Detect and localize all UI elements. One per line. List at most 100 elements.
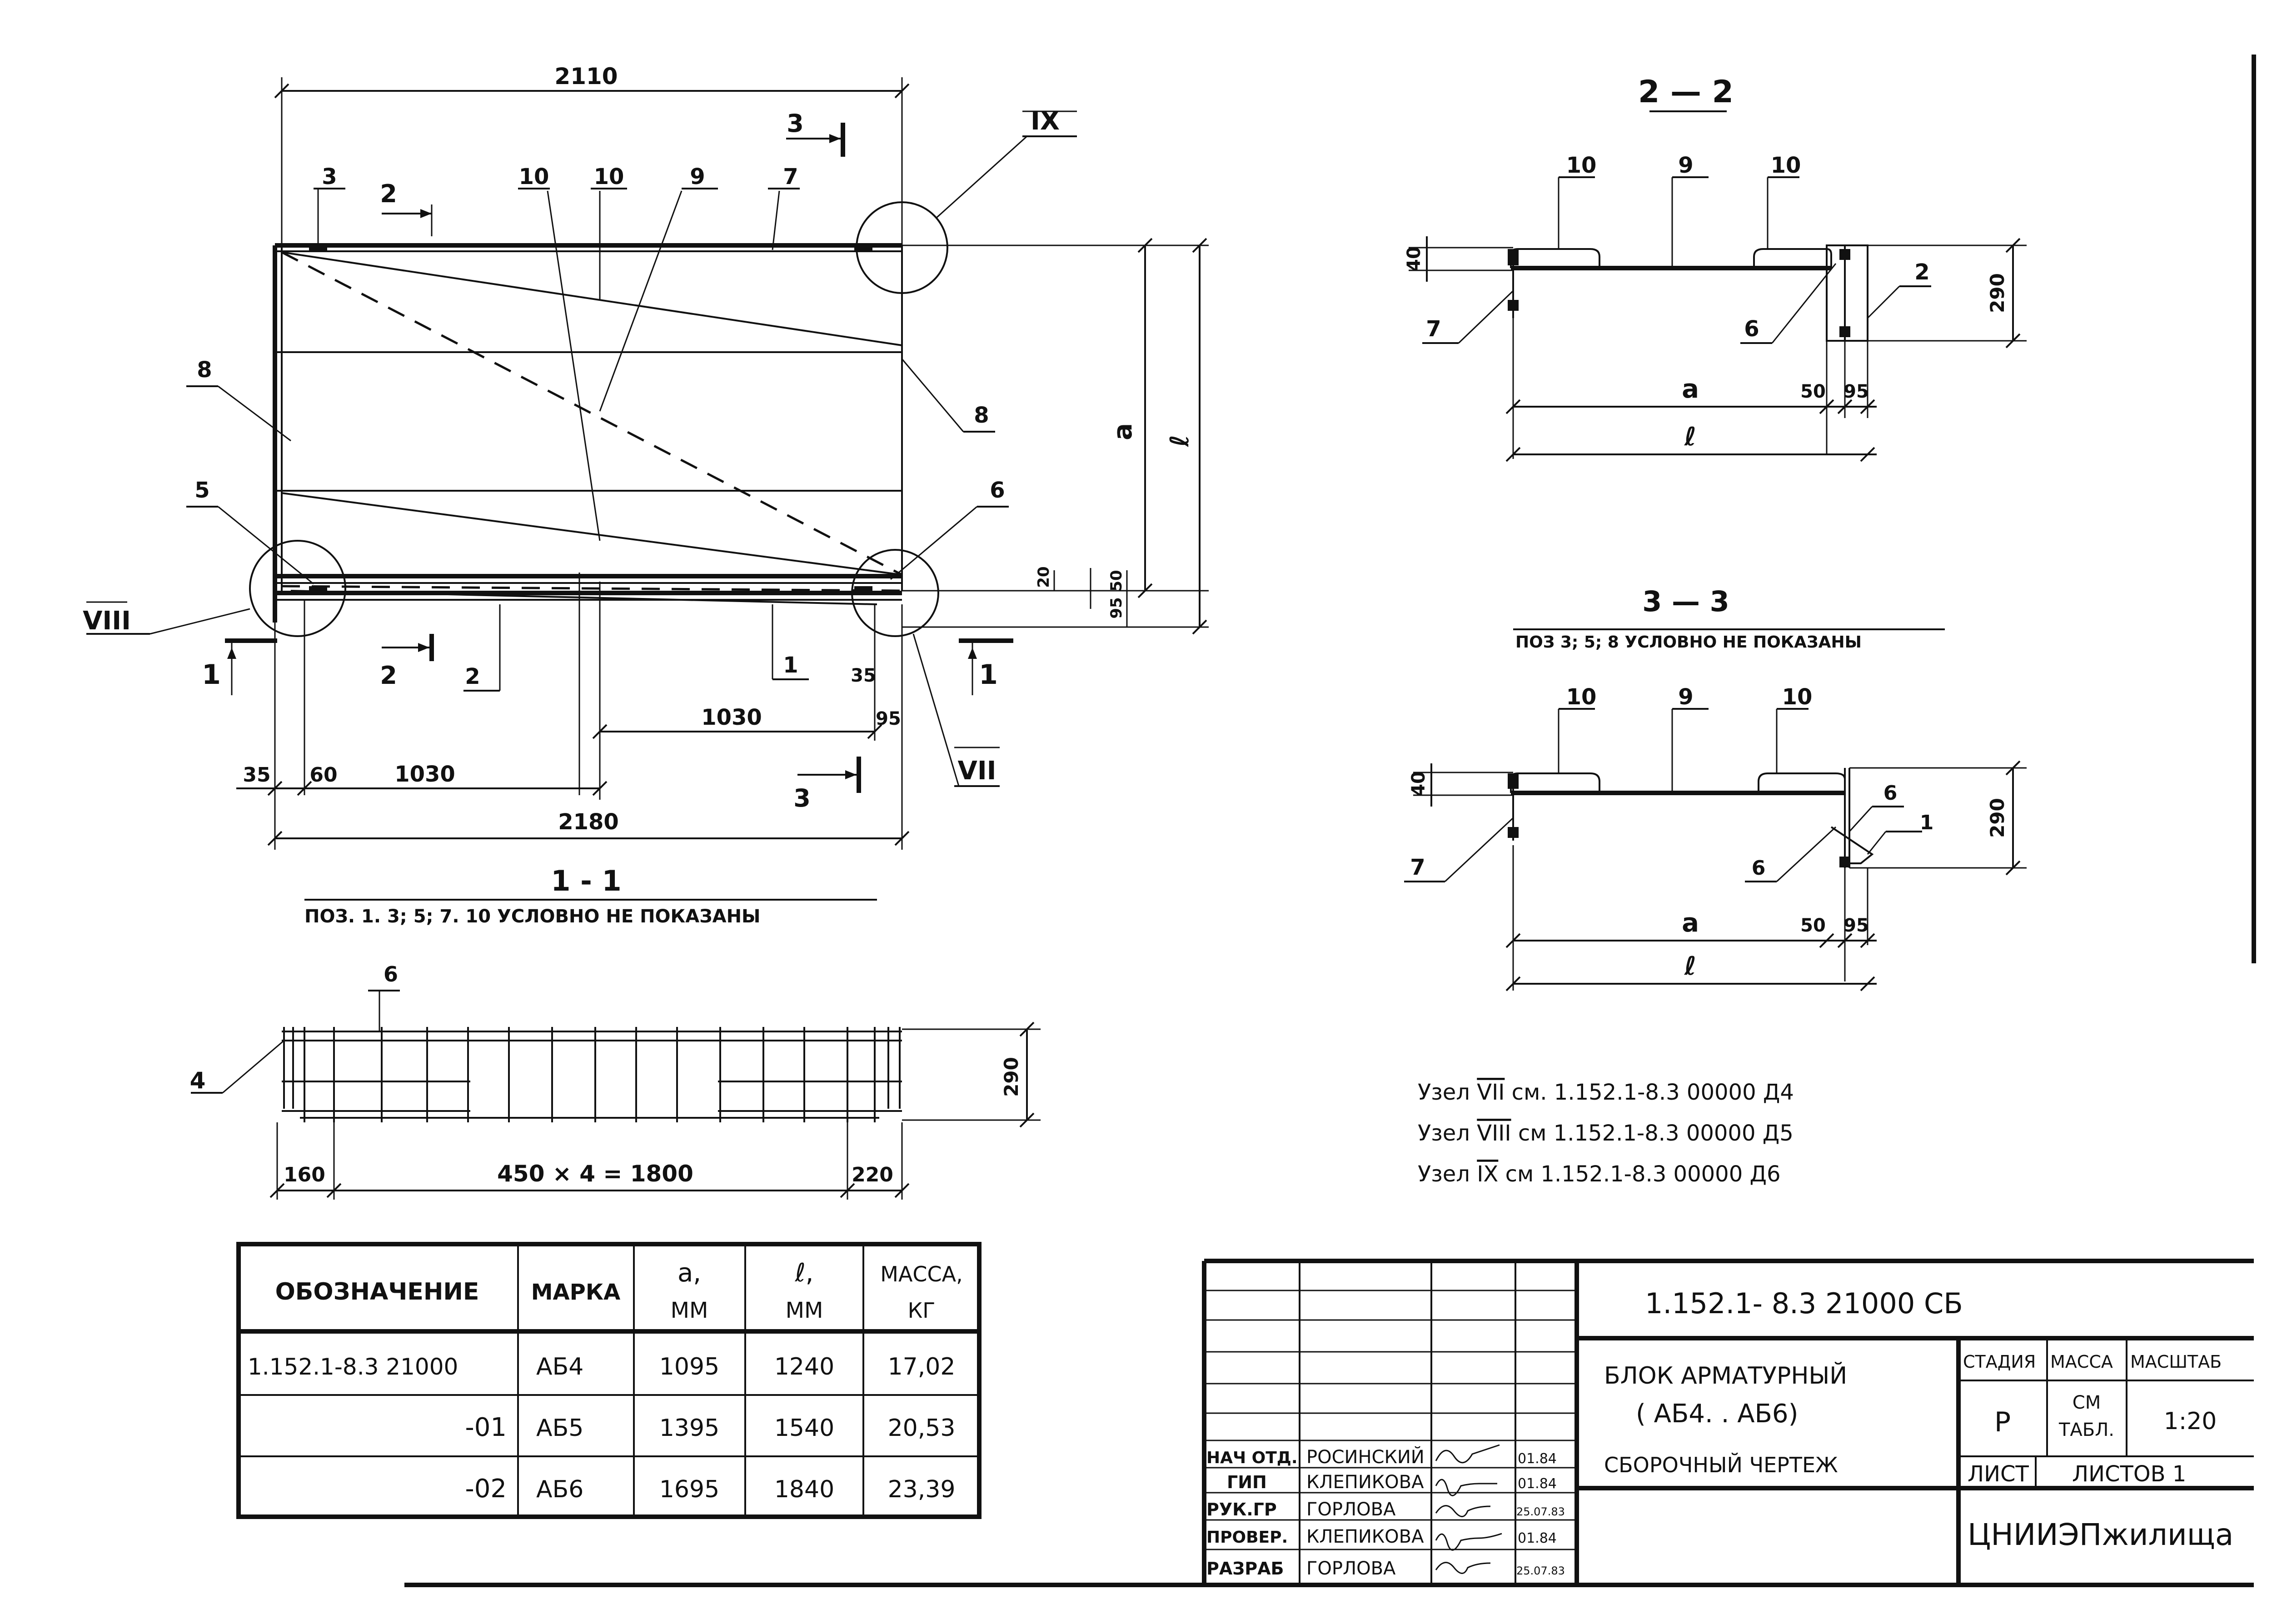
s33-label-6-top: 6 (1883, 782, 1898, 805)
scale-header: МАСШТАБ (2130, 1352, 2222, 1372)
sheets-label: ЛИСТОВ 1 (2072, 1461, 2186, 1487)
plan-view: 2110 a ℓ (83, 63, 1209, 927)
section-3-3: 3 — 3 ПОЗ 3; 5; 8 УСЛОВНО НЕ ПОКАЗАНЫ 10… (1404, 585, 2027, 991)
mass-header: МАССА (2050, 1352, 2113, 1372)
title-block: НАЧ ОТД. РОСИНСКИЙ 01.84 ГИП КЛЕПИКОВА 0… (404, 1259, 2254, 1587)
dim-2110: 2110 (554, 63, 618, 90)
mesh-dim-290: 290 (1000, 1057, 1022, 1097)
stage-header: СТАДИЯ (1963, 1352, 2036, 1372)
mass-value-1: СМ (2073, 1392, 2101, 1413)
s33-label-7: 7 (1410, 855, 1425, 880)
s33-dim-95: 95 (1844, 915, 1869, 936)
node-ix-circle (856, 201, 948, 294)
s33-dim-50: 50 (1800, 915, 1826, 936)
table-cell: АБ5 (536, 1415, 583, 1442)
node-ref-ix: Узел IX см 1.152.1-8.3 00000 Д6 (1418, 1161, 1781, 1187)
diagonal-bar-9b (281, 492, 902, 576)
signature-graphic (1435, 1562, 1491, 1574)
section-1-1-note: ПОЗ. 1. 3; 5; 7. 10 УСЛОВНО НЕ ПОКАЗАНЫ (304, 906, 761, 927)
signer-role-1: ГИП (1227, 1472, 1267, 1492)
label-pos-8-right: 8 (974, 403, 989, 428)
dim-1030-mid: 1030 (701, 705, 762, 730)
s22-dim-40: 40 (1404, 246, 1425, 272)
signer-role-0: НАЧ ОТД. (1206, 1449, 1298, 1467)
s22-dim-l: ℓ (1684, 422, 1696, 452)
doc-code: 1.152.1- 8.3 21000 СБ (1645, 1287, 1963, 1320)
signer-date-2: 25.07.83 (1516, 1505, 1565, 1518)
doc-name-line2: ( АБ4. . АБ6) (1636, 1399, 1798, 1429)
table-header-mass-unit: КГ (908, 1298, 936, 1323)
s33-label-1: 1 (1920, 811, 1934, 834)
s22-label-9: 9 (1678, 153, 1693, 178)
dim-35-left: 35 (243, 763, 270, 787)
s33-dim-40: 40 (1408, 771, 1429, 797)
table-header-l: ℓ, (795, 1258, 814, 1288)
section-marker-1-right: 1 (979, 659, 998, 691)
dim-60: 60 (309, 763, 337, 787)
stage-value: Р (1994, 1406, 2011, 1438)
label-pos-2: 2 (465, 664, 480, 689)
label-pos-5: 5 (194, 478, 209, 503)
signer-name-0: РОСИНСКИЙ (1306, 1446, 1425, 1468)
table-cell: -01 (465, 1413, 507, 1442)
doc-name-line3: СБОРОЧНЫЙ ЧЕРТЕЖ (1604, 1453, 1838, 1477)
dim-1030-left: 1030 (394, 762, 455, 787)
spec-table: ОБОЗНАЧЕНИЕ МАРКА a, MM ℓ, MM МАССА, КГ … (236, 1242, 982, 1519)
node-viii-label: VIII (83, 606, 131, 636)
dim-l: ℓ (1165, 435, 1195, 447)
s22-dim-95: 95 (1844, 381, 1869, 402)
table-cell: 1395 (659, 1415, 719, 1442)
s33-label-9: 9 (1678, 684, 1693, 710)
table-cell: 23,39 (888, 1476, 956, 1503)
section-3-3-title: 3 — 3 (1642, 585, 1729, 618)
organization: ЦНИИЭПжилища (1968, 1517, 2233, 1552)
s33-label-10b: 10 (1782, 684, 1813, 710)
table-header-mass: МАССА, (880, 1262, 962, 1286)
s22-label-10b: 10 (1771, 153, 1801, 178)
table-cell: 1.152.1-8.3 21000 (248, 1354, 458, 1380)
mesh-view: 6 4 290 160 450 × 4 = 1800 220 (190, 962, 1041, 1200)
label-pos-3: 3 (322, 164, 337, 189)
dim-95-side: 95 (1107, 597, 1126, 618)
scale-value: 1:20 (2164, 1408, 2217, 1435)
node-vii-circle (851, 549, 939, 637)
dim-95-right: 95 (876, 708, 901, 729)
node-references: Узел VII см. 1.152.1-8.3 00000 Д4 Узел V… (1418, 1080, 1794, 1187)
label-pos-1: 1 (783, 653, 798, 678)
label-pos-10a: 10 (519, 164, 549, 189)
table-cell: 1840 (774, 1476, 834, 1503)
table-cell: 1695 (659, 1476, 719, 1503)
table-header-mark: МАРКА (531, 1280, 620, 1305)
table-cell: АБ4 (536, 1353, 583, 1380)
node-ref-vii: Узел VII см. 1.152.1-8.3 00000 Д4 (1418, 1080, 1794, 1105)
node-ix-label: IX (1031, 106, 1060, 136)
signer-name-4: ГОРЛОВА (1306, 1558, 1396, 1579)
signer-name-1: КЛЕПИКОВА (1306, 1472, 1424, 1493)
section-marker-3-bottom: 3 (793, 784, 811, 812)
signer-name-3: КЛЕПИКОВА (1306, 1526, 1424, 1547)
table-cell: 17,02 (888, 1353, 956, 1380)
label-pos-8-left: 8 (197, 357, 212, 383)
s22-label-10a: 10 (1566, 153, 1597, 178)
s33-label-6-bottom: 6 (1752, 857, 1766, 880)
s33-dim-a: a (1682, 908, 1699, 938)
mesh-dim-220: 220 (852, 1163, 893, 1186)
s22-dim-290: 290 (1986, 273, 2008, 313)
mesh-label-4: 4 (190, 1067, 206, 1094)
s33-dim-l: ℓ (1684, 951, 1696, 981)
signer-name-2: ГОРЛОВА (1306, 1499, 1396, 1520)
section-2-2-title: 2 — 2 (1638, 74, 1734, 110)
label-pos-10b: 10 (594, 164, 624, 189)
section-marker-3-top: 3 (787, 109, 804, 138)
s22-dim-a: a (1682, 374, 1699, 404)
table-header-a: a, (678, 1258, 701, 1288)
mass-value-2: ТАБЛ. (2058, 1420, 2114, 1440)
table-row: -02 АБ6 1695 1840 23,39 (465, 1474, 956, 1504)
table-cell: 1540 (774, 1415, 834, 1442)
table-cell: АБ6 (536, 1476, 583, 1503)
signature-graphic (1435, 1479, 1497, 1496)
section-1-1-title: 1 - 1 (551, 864, 621, 897)
section-2-2: 2 — 2 10 9 10 7 6 (1404, 74, 2027, 462)
sheet-label: ЛИСТ (1968, 1461, 2029, 1487)
node-ref-viii: Узел VIII см 1.152.1-8.3 00000 Д5 (1418, 1121, 1794, 1146)
